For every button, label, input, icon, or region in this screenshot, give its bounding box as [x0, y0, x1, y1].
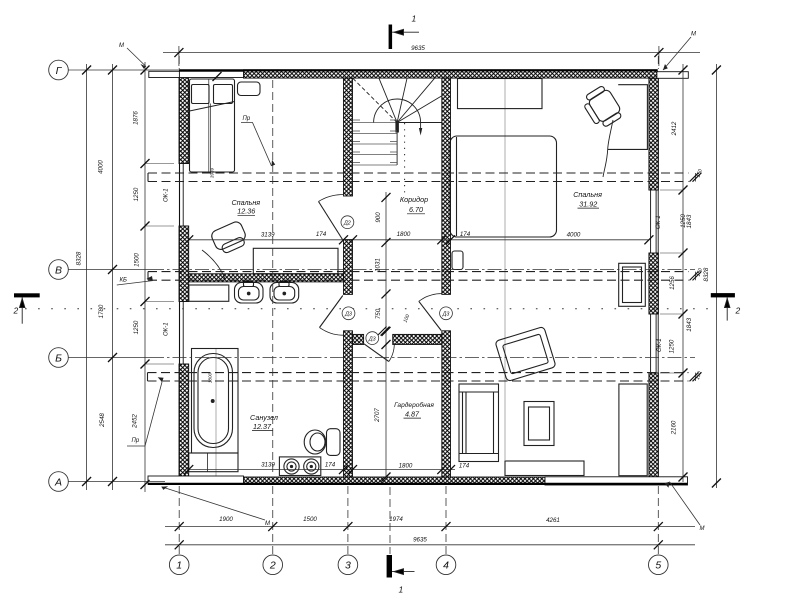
- svg-text:9635: 9635: [413, 537, 427, 544]
- svg-text:Коридор: Коридор: [400, 195, 428, 204]
- svg-text:Д3: Д3: [442, 312, 450, 318]
- svg-text:4: 4: [443, 560, 449, 572]
- svg-text:3139: 3139: [261, 231, 275, 238]
- svg-text:174: 174: [316, 231, 327, 238]
- svg-text:4000: 4000: [98, 160, 105, 174]
- svg-text:4261: 4261: [546, 517, 560, 524]
- svg-text:Д2: Д2: [343, 220, 351, 226]
- svg-text:1: 1: [399, 585, 404, 595]
- svg-text:М: М: [119, 43, 124, 49]
- svg-text:6.70: 6.70: [409, 205, 423, 214]
- svg-text:1250: 1250: [133, 320, 140, 334]
- svg-text:150: 150: [695, 371, 703, 381]
- svg-text:Д3: Д3: [344, 312, 352, 318]
- svg-text:1974: 1974: [389, 516, 403, 523]
- svg-text:Гардеробная: Гардеробная: [394, 401, 434, 409]
- svg-text:Б: Б: [55, 352, 62, 364]
- svg-text:1843: 1843: [686, 214, 693, 228]
- svg-text:8328: 8328: [76, 251, 83, 265]
- svg-text:5: 5: [655, 560, 661, 572]
- svg-text:2: 2: [13, 306, 19, 316]
- svg-text:2707: 2707: [374, 408, 381, 423]
- svg-text:ОК-1: ОК-1: [657, 338, 663, 352]
- svg-text:1250: 1250: [680, 214, 687, 228]
- svg-text:2: 2: [269, 560, 276, 572]
- svg-text:12.37: 12.37: [253, 422, 272, 431]
- svg-text:174: 174: [459, 463, 470, 470]
- svg-text:4.87: 4.87: [405, 409, 420, 418]
- svg-text:Пр: Пр: [243, 116, 251, 122]
- svg-text:3939: 3939: [210, 167, 215, 178]
- svg-text:Спальня: Спальня: [573, 190, 602, 199]
- svg-text:3: 3: [345, 560, 351, 572]
- svg-text:174: 174: [325, 462, 336, 469]
- svg-text:Спальня: Спальня: [231, 198, 260, 207]
- svg-text:1876: 1876: [133, 111, 140, 125]
- svg-text:М: М: [700, 526, 705, 532]
- svg-text:100: 100: [403, 313, 412, 323]
- svg-text:1250: 1250: [669, 339, 676, 353]
- svg-text:1250: 1250: [133, 187, 140, 201]
- svg-text:2: 2: [735, 306, 741, 316]
- svg-text:1780: 1780: [98, 304, 105, 318]
- svg-text:1500: 1500: [134, 253, 141, 267]
- svg-text:1: 1: [176, 560, 182, 572]
- svg-text:2452: 2452: [132, 414, 139, 429]
- svg-text:В: В: [55, 264, 62, 276]
- svg-text:Д3: Д3: [368, 336, 376, 342]
- svg-text:150: 150: [696, 168, 704, 178]
- svg-text:А: А: [54, 476, 62, 488]
- svg-text:1800: 1800: [397, 231, 411, 238]
- svg-text:8328: 8328: [703, 267, 710, 281]
- svg-text:ОК-1: ОК-1: [164, 322, 170, 336]
- svg-text:31.92: 31.92: [579, 199, 597, 208]
- svg-text:3139: 3139: [261, 462, 275, 469]
- svg-text:2548: 2548: [99, 413, 106, 428]
- svg-text:ОК-1: ОК-1: [164, 188, 170, 202]
- svg-text:Г: Г: [56, 65, 63, 77]
- svg-text:2160: 2160: [671, 420, 678, 435]
- svg-text:ОК-1: ОК-1: [656, 215, 662, 229]
- svg-text:4000: 4000: [567, 231, 581, 238]
- svg-text:Пр: Пр: [132, 438, 140, 444]
- svg-text:1: 1: [412, 14, 417, 24]
- svg-text:1500: 1500: [303, 516, 317, 523]
- svg-text:900: 900: [375, 212, 382, 223]
- svg-text:150: 150: [696, 267, 704, 277]
- svg-text:1900: 1900: [219, 516, 233, 523]
- svg-text:М: М: [265, 521, 270, 527]
- svg-text:2412: 2412: [671, 121, 678, 136]
- svg-text:Санузел: Санузел: [250, 413, 278, 422]
- svg-text:9635: 9635: [411, 45, 425, 52]
- svg-text:КБ: КБ: [120, 278, 128, 284]
- svg-text:М: М: [691, 32, 696, 38]
- svg-text:1800: 1800: [208, 372, 213, 383]
- svg-text:1843: 1843: [686, 317, 693, 331]
- svg-text:1256: 1256: [669, 276, 676, 290]
- svg-text:12.36: 12.36: [237, 207, 255, 216]
- svg-text:1800: 1800: [399, 463, 413, 470]
- svg-text:1031: 1031: [375, 258, 382, 272]
- svg-text:750: 750: [375, 308, 382, 319]
- svg-text:174: 174: [460, 231, 471, 238]
